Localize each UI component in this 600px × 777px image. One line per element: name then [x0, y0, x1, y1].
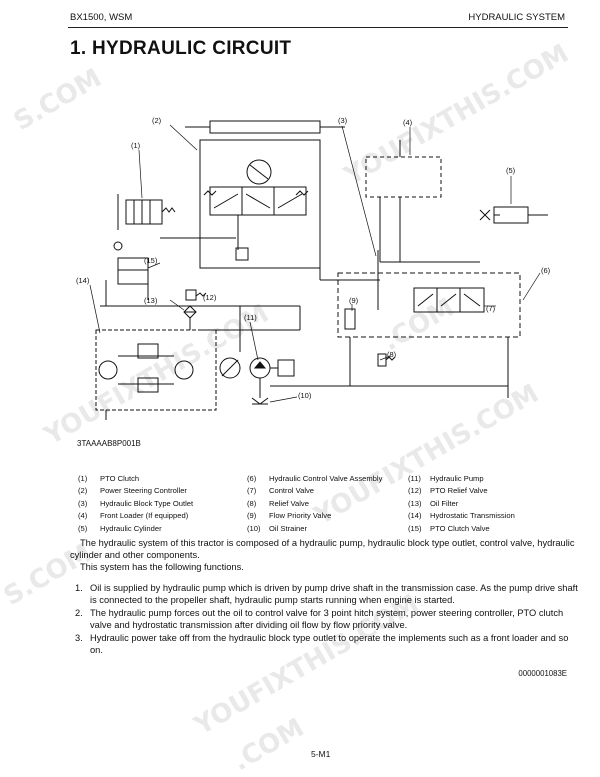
- header-model: BX1500, WSM: [70, 12, 133, 23]
- callout-15: (15): [144, 256, 158, 265]
- hydraulic-pump-symbol: [219, 357, 295, 405]
- power-steering-controller-symbol: [160, 120, 345, 269]
- list-item: 1.Oil is supplied by hydraulic pump whic…: [75, 583, 578, 605]
- intro-functions-line: This system has the following functions.: [80, 562, 244, 572]
- legend-item: (6)Hydraulic Control Valve Assembly: [247, 474, 383, 483]
- callout-12: (12): [203, 293, 217, 302]
- page-title: 1. HYDRAULIC CIRCUIT: [70, 38, 292, 59]
- callout-9: (9): [349, 296, 359, 305]
- legend-item: (2)Power Steering Controller: [78, 486, 187, 496]
- list-item: 2.The hydraulic pump forces out the oil …: [75, 608, 564, 630]
- page-number: 5-M1: [311, 749, 331, 759]
- legend-item: (7)Control Valve: [247, 486, 315, 496]
- header-divider: [68, 27, 568, 28]
- hydrostatic-transmission-symbol: [95, 329, 217, 420]
- callout-11: (11): [244, 313, 257, 322]
- legend-item: (11)Hydraulic Pump: [408, 474, 484, 483]
- callout-2: (2): [152, 116, 162, 125]
- callout-14: (14): [76, 276, 90, 285]
- legend-column-1: (1)PTO Clutch (2)Power Steering Controll…: [78, 473, 193, 535]
- control-valve-assembly-symbol: [337, 272, 521, 398]
- callout-3: (3): [338, 116, 348, 125]
- callout-8: (8): [387, 350, 397, 359]
- hydraulic-cylinder-symbol: [380, 206, 548, 263]
- legend-column-2: (6)Hydraulic Control Valve Assembly (7)C…: [247, 473, 382, 535]
- header-section: HYDRAULIC SYSTEM: [468, 12, 565, 23]
- legend-item: (1)PTO Clutch: [78, 474, 140, 483]
- callout-6: (6): [541, 266, 551, 275]
- callout-4: (4): [403, 118, 413, 127]
- legend-item: (12)PTO Relief Valve: [408, 486, 488, 496]
- hydraulic-lines: [200, 250, 380, 387]
- legend-column-3: (11)Hydraulic Pump (12)PTO Relief Valve …: [408, 473, 515, 535]
- legend-item: (14)Hydrostatic Transmission: [408, 511, 515, 521]
- legend-item: (8)Relief Valve: [247, 498, 309, 508]
- legend-item: (10)Oil Strainer: [247, 523, 307, 533]
- watermark: .COM: [227, 712, 310, 777]
- document-code: 0000001083E: [518, 669, 567, 678]
- figure-code: 3TAAAAB8P001B: [77, 439, 141, 448]
- oil-filter-symbol: [183, 289, 207, 330]
- intro-text: The hydraulic system of this tractor is …: [70, 537, 580, 573]
- front-loader-symbol: [365, 140, 442, 262]
- hydraulic-circuit-diagram: (2) (1) (3) (4) (5) (6) (7) (8) (9) (10)…: [76, 116, 551, 420]
- callout-7: (7): [486, 304, 496, 313]
- callout-1: (1): [131, 141, 141, 150]
- legend-item: (4)Front Loader (If equipped): [78, 511, 189, 521]
- list-item: 3.Hydraulic power take off from the hydr…: [75, 633, 569, 655]
- legend-item: (15)PTO Clutch Valve: [408, 523, 490, 533]
- legend-item: (3)Hydraulic Block Type Outlet: [78, 498, 194, 508]
- callout-leaders: [89, 124, 541, 403]
- intro-paragraph: The hydraulic system of this tractor is …: [70, 538, 575, 560]
- callout-10: (10): [298, 391, 312, 400]
- function-list: 1.Oil is supplied by hydraulic pump whic…: [70, 582, 580, 657]
- legend-item: (13)Oil Filter: [408, 498, 459, 508]
- legend-item: (9)Flow Priority Valve: [247, 511, 332, 521]
- callout-5: (5): [506, 166, 516, 175]
- callout-13: (13): [144, 296, 158, 305]
- pto-clutch-symbol: [100, 194, 300, 307]
- legend-item: (5)Hydraulic Cylinder: [78, 523, 162, 533]
